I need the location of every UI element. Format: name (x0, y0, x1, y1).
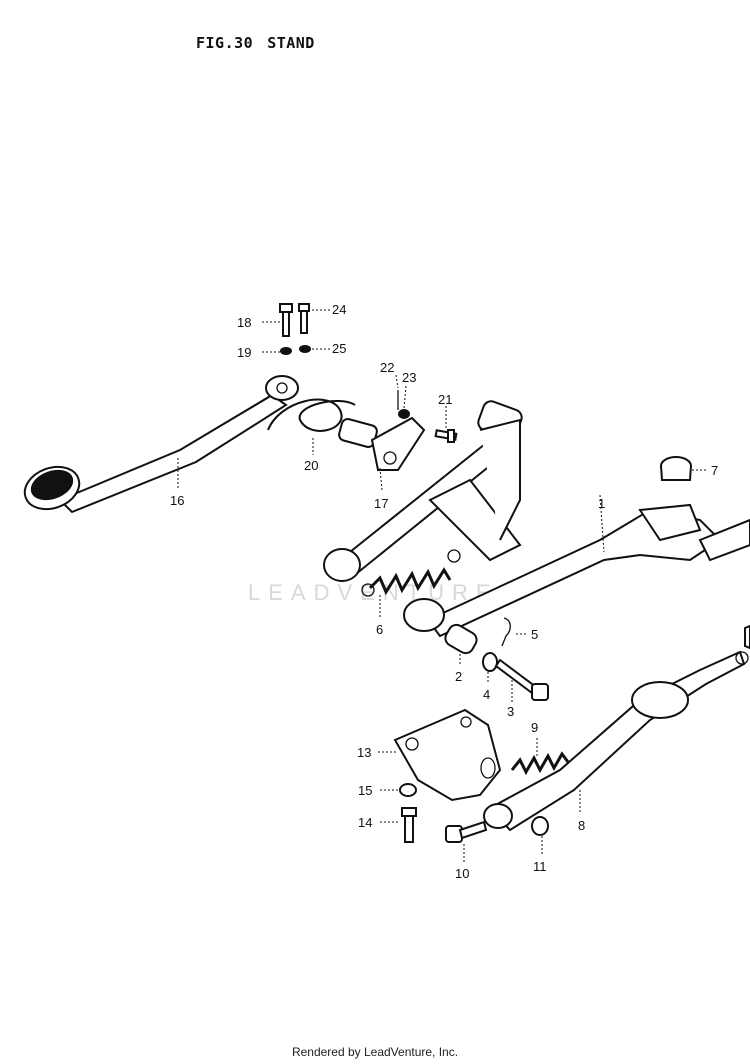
part-8-side-stand (483, 624, 750, 832)
callout-numbers: 1 2 3 4 5 6 7 8 9 10 11 13 14 15 16 17 1… (170, 302, 718, 881)
callout-9: 9 (531, 720, 538, 735)
callout-8: 8 (578, 818, 585, 833)
callout-4: 4 (483, 687, 490, 702)
callout-15: 15 (358, 783, 372, 798)
callout-6: 6 (376, 622, 383, 637)
callout-18: 18 (237, 315, 251, 330)
part-13-bracket (393, 708, 502, 802)
part-14-bolt (401, 807, 417, 843)
part-9-spring (510, 751, 570, 776)
figure-number: FIG.30 (196, 34, 254, 52)
part-21-bolt (434, 429, 458, 443)
callout-17: 17 (374, 496, 388, 511)
part-25-washer (299, 345, 311, 353)
part-7-cap (660, 456, 692, 481)
callout-2: 2 (455, 669, 462, 684)
part-18-bolt (279, 303, 293, 337)
footer-credit: Rendered by LeadVenture, Inc. (291, 1045, 459, 1059)
part-24-bolt (298, 303, 310, 334)
part-2-collar (444, 623, 478, 655)
callout-21: 21 (438, 392, 452, 407)
callout-5: 5 (531, 627, 538, 642)
part-20-spring (267, 398, 356, 432)
part-16-pedal-arm (23, 375, 299, 514)
part-19-washer (280, 347, 292, 355)
part-11-nut (531, 816, 549, 836)
part-1-main-stand (323, 400, 750, 638)
part-5-cotter-pin (501, 617, 511, 647)
callout-14: 14 (358, 815, 372, 830)
callout-13: 13 (357, 745, 371, 760)
callout-22: 22 (380, 360, 394, 375)
leader-lines (177, 309, 708, 862)
part-17-shaft-lever (338, 416, 426, 471)
callout-11: 11 (533, 859, 547, 874)
part-10-bolt (445, 820, 488, 843)
part-4-washer (482, 652, 498, 672)
callout-25: 25 (332, 341, 346, 356)
figure-title: FIG.30 STAND (196, 34, 329, 52)
part-3-bolt (494, 658, 549, 701)
callout-1: 1 (598, 496, 605, 511)
callout-16: 16 (170, 493, 184, 508)
callout-7: 7 (711, 463, 718, 478)
callout-23: 23 (402, 370, 416, 385)
callout-10: 10 (455, 866, 469, 881)
callout-24: 24 (332, 302, 346, 317)
callout-3: 3 (507, 704, 514, 719)
part-6-spring (368, 567, 452, 596)
figure-name: STAND (267, 34, 315, 52)
callout-20: 20 (304, 458, 318, 473)
part-15-washer (399, 783, 417, 797)
callout-19: 19 (237, 345, 251, 360)
part-23-washer (398, 409, 410, 419)
